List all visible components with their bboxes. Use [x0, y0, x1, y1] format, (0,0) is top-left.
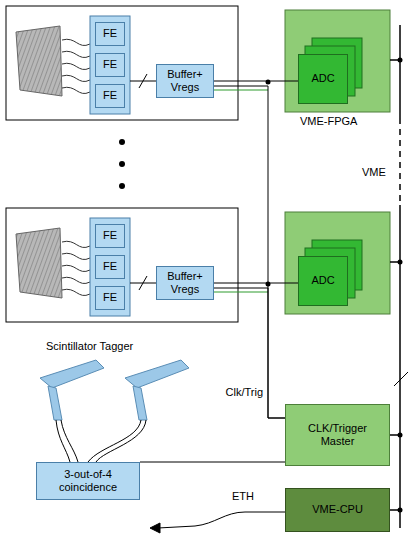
signal-connector	[140, 462, 285, 463]
box-text: FE	[103, 260, 117, 273]
ethernet-arrow	[150, 512, 285, 533]
buffer-box: Buffer+ Vregs	[156, 266, 214, 300]
box-text: Buffer+ Vregs	[161, 68, 209, 94]
box-text: ADC	[311, 274, 334, 287]
box-text: FE	[103, 58, 117, 71]
box-text: CLK/Trigger Master	[296, 422, 379, 448]
box-text: FE	[103, 229, 117, 242]
adc-box: ADC	[298, 256, 348, 306]
tagger-label: Scintillator Tagger	[46, 340, 133, 353]
frontend-box: FE	[95, 53, 125, 77]
box-text: 3-out-of-4 coincidence	[45, 468, 131, 494]
signal-label: Clk/Trig	[226, 386, 263, 399]
power-line	[214, 90, 268, 292]
signal-connector	[214, 288, 285, 418]
box-text: FE	[103, 27, 117, 40]
frontend-box: FE	[95, 286, 125, 310]
signal-connector	[214, 86, 285, 418]
data-bus-line	[130, 74, 156, 290]
signal-connector	[214, 81, 298, 82]
frontend-box: FE	[95, 22, 125, 46]
fpga-board	[285, 10, 390, 314]
coincidence-box: 3-out-of-4 coincidence	[36, 462, 140, 500]
frontend-column	[90, 16, 130, 316]
trigger-master-box: CLK/Trigger Master	[285, 404, 390, 466]
buffer-box: Buffer+ Vregs	[156, 64, 214, 98]
detector-figure	[16, 26, 90, 298]
link-label: ETH	[232, 490, 254, 503]
vme-bus	[390, 25, 408, 528]
frontend-box: FE	[95, 255, 125, 279]
junction-dot	[266, 58, 403, 513]
frontend-box: FE	[95, 84, 125, 108]
scintillator-cable	[56, 420, 146, 462]
scintillator-figure	[40, 360, 189, 420]
adc-box: ADC	[298, 54, 348, 104]
frontend-box: FE	[95, 224, 125, 248]
module-panel	[6, 6, 238, 322]
box-text: ADC	[311, 72, 334, 85]
box-text: FE	[103, 89, 117, 102]
ellipsis-dots	[119, 139, 125, 189]
bus-label: VME	[362, 166, 386, 179]
signal-connector	[214, 283, 298, 284]
board-label: VME-FPGA	[300, 115, 357, 128]
cpu-box: VME-CPU	[285, 488, 390, 532]
box-text: Buffer+ Vregs	[161, 270, 209, 296]
box-text: VME-CPU	[312, 503, 363, 516]
box-text: FE	[103, 291, 117, 304]
